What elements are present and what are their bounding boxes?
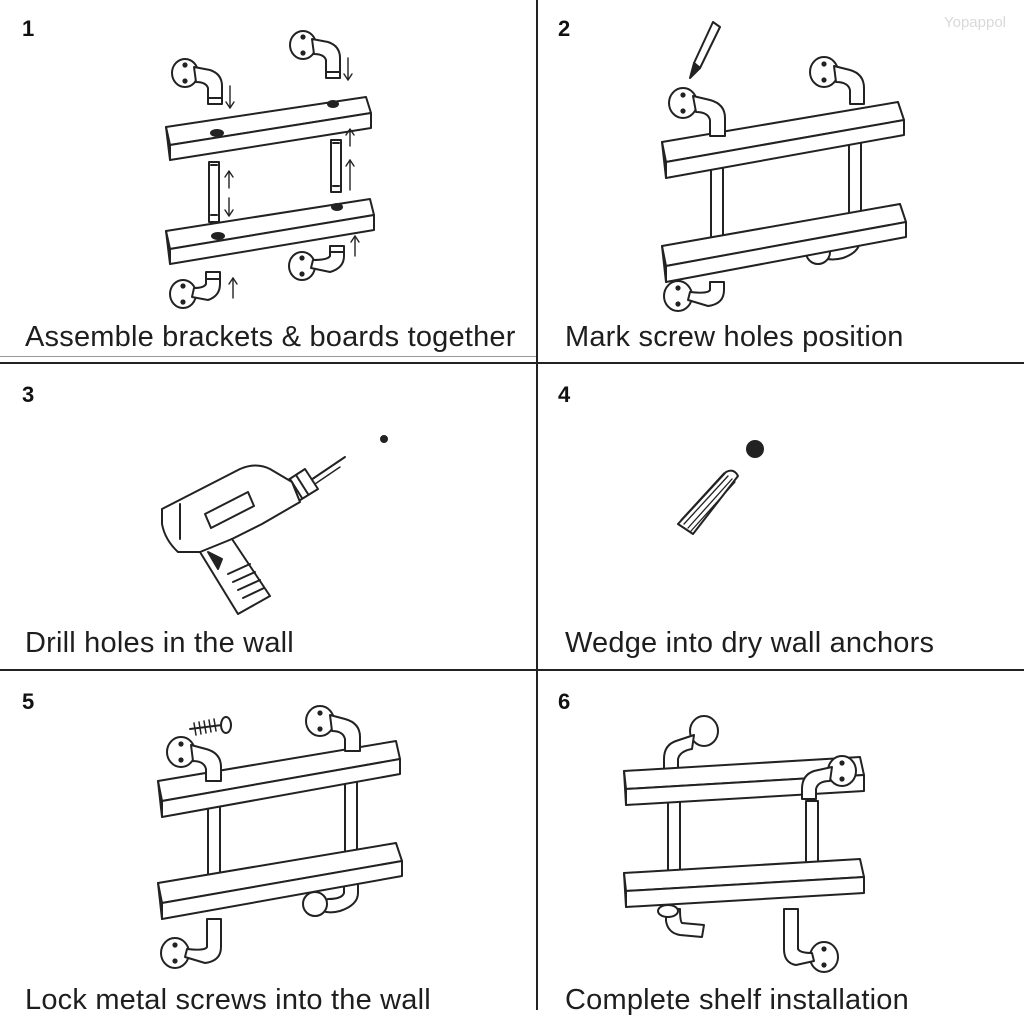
watermark: Yopappol [943,14,1006,31]
step-4-cell: 4 Wedge into dry wall anchors [538,364,1024,669]
step-5-number: 5 [22,689,35,714]
step-5-caption: Lock metal screws into the wall [25,984,431,1016]
step-3-number: 3 [22,382,35,407]
vertical-divider [536,0,538,1010]
step-6-cell: 6 Complete shelf installation [538,671,1024,1016]
drill-hole-mark [380,435,388,443]
wall-anchor-icon [677,440,764,535]
step-2-number: 2 [558,16,571,41]
step-4-number: 4 [558,382,571,407]
screw-shelf-icon [157,705,403,969]
horizontal-divider-1 [0,362,1024,364]
step-4-caption: Wedge into dry wall anchors [565,627,935,659]
finished-shelf-icon [623,715,865,973]
step-3-caption: Drill holes in the wall [25,627,294,659]
step-1-cell: 1 [0,0,536,362]
pencil-icon [689,21,721,79]
step-2-caption: Mark screw holes position [565,321,904,353]
horizontal-divider-2 [0,669,1024,671]
hole-mark [746,440,764,458]
screw-icon [189,716,232,736]
exploded-shelf-assembly-icon [165,30,375,309]
step-2-cell: 2 Mark screw holes position [538,0,1024,362]
step-1-caption: Assemble brackets & boards together [25,321,516,353]
step-6-caption: Complete shelf installation [565,984,909,1016]
pencil-marking-shelf-icon [661,21,907,312]
caption-underline-1 [0,356,536,357]
power-drill-icon [161,435,388,615]
step-3-cell: 3 Drill holes in the wall [0,364,536,669]
step-1-number: 1 [22,16,35,41]
step-5-cell: 5 Lock metal screws into the wa [0,671,536,1016]
step-6-number: 6 [558,689,571,714]
